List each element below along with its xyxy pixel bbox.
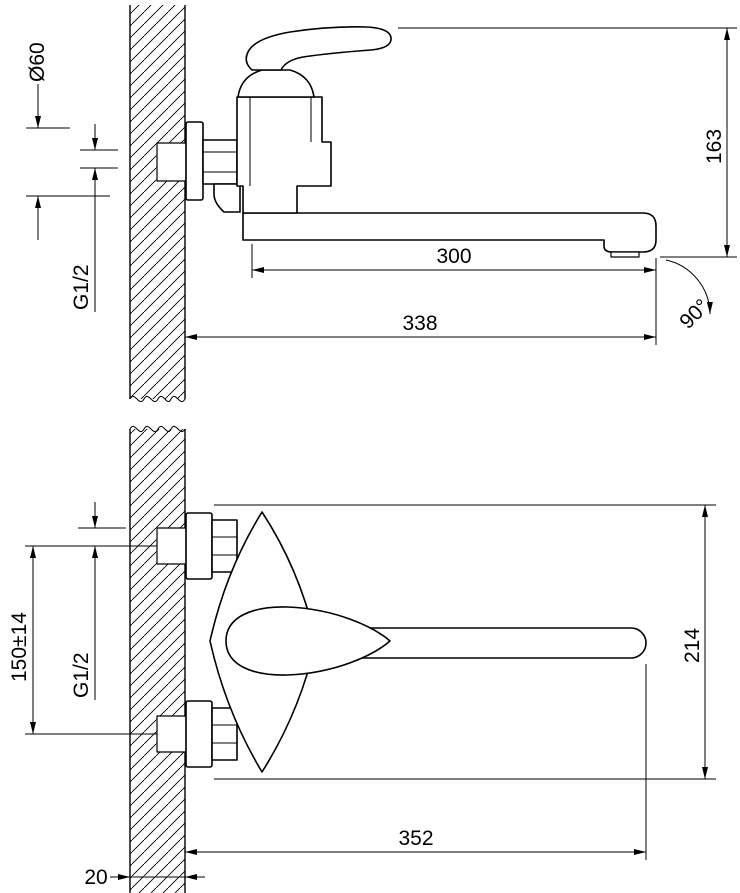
side-escutcheon [185,121,204,201]
side-body [236,96,332,214]
dim-label-thread-front: G1/2 [70,652,93,698]
side-body-detail-lines [249,97,312,186]
front-mount-top [156,512,238,580]
dim-height-side-extension-lines [398,27,737,258]
side-hex-nut-facets [203,151,237,173]
side-inwall-pipe [156,142,187,182]
front-hex-nut-top [211,519,238,573]
dim-label-mount-centers: 150±14 [8,612,31,682]
dim-diameter-extension-lines [26,127,110,197]
side-handle-cap [237,69,315,98]
side-handle-lever [245,26,392,71]
dim-label-spout-length: 300 [436,245,471,268]
dim-swivel-arc [665,259,713,315]
wall-hatch-upper [130,5,185,399]
wall-break-line-top [129,395,186,403]
wall-hatch-lower [130,429,185,893]
dim-label-wall-thickness: 20 [84,866,107,889]
front-hex-nut-bottom [211,707,238,761]
front-hex-nut-bottom-facets [212,724,237,744]
front-escutcheon-bottom [185,700,213,768]
front-view [156,511,647,773]
dim-label-thread-side: G1/2 [70,264,93,310]
dim-label-overall-length-front: 352 [398,827,433,850]
dim-mount-centers-extension-lines [25,545,157,735]
dim-label-overall-length-side: 338 [402,312,437,335]
dim-label-height-side: 163 [703,129,726,164]
dim-label-height-front: 214 [681,628,704,663]
dim-thread-side-extension-lines [80,149,118,169]
wall-break-line-bottom [129,425,186,433]
front-handle [225,606,391,676]
front-view-dimensions: 150±14 G1/2 214 352 20 [8,502,716,889]
front-hex-nut-top-facets [212,536,237,556]
front-mount-bottom [156,700,238,768]
front-inwall-pipe-top [156,527,187,565]
side-spout [242,212,657,253]
wall-edges [129,5,186,893]
side-aerator [610,251,640,258]
side-view [156,26,657,258]
front-inwall-pipe-bottom [156,715,187,753]
side-hex-nut [202,139,238,185]
side-lower-eccentric [213,183,241,213]
front-escutcheon-top [185,512,213,580]
dim-height-front-extension-lines [214,504,716,780]
dim-label-diameter: Ø60 [26,42,49,82]
wall [129,5,186,893]
side-view-dimensions: Ø60 G1/2 163 300 338 90° [26,27,737,345]
front-spout [340,627,647,659]
